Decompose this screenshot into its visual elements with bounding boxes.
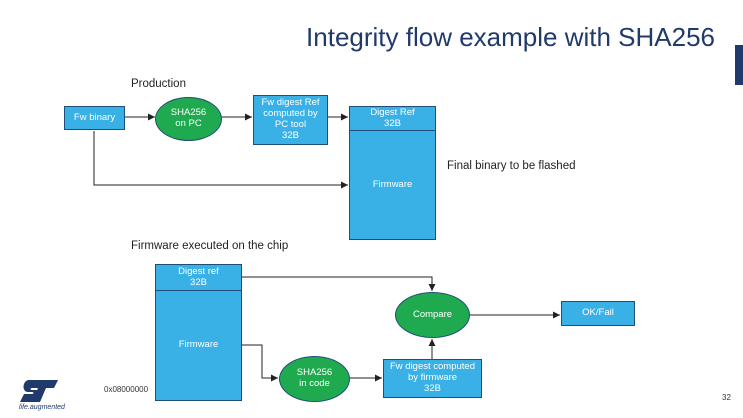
page-number: 32 <box>722 393 731 402</box>
digest-ref-header-chip: Digest ref 32B <box>155 264 242 291</box>
arrow-fw-binary-to-firmware <box>93 131 348 189</box>
sha256-on-pc-oval: SHA256 on PC <box>155 97 222 141</box>
final-binary-note: Final binary to be flashed <box>447 160 576 172</box>
fw-digest-ref-box: Fw digest Ref computed by PC tool 32B <box>253 95 328 145</box>
st-logo-icon <box>20 380 58 402</box>
firmware-label-production: Firmware <box>372 178 413 190</box>
fw-binary-box: Fw binary <box>64 106 125 130</box>
arrow-firmware-to-sha-code <box>241 344 278 382</box>
production-heading: Production <box>131 78 186 90</box>
arrow-digest-ref-to-compare <box>241 276 436 291</box>
compare-label: Compare <box>412 308 453 320</box>
flash-address-label: 0x08000000 <box>104 385 149 394</box>
ok-fail-box: OK/Fail <box>561 301 635 326</box>
firmware-block-production: Firmware <box>349 130 436 240</box>
chip-heading: Firmware executed on the chip <box>131 240 289 252</box>
fw-binary-label: Fw binary <box>73 111 116 123</box>
ok-fail-label: OK/Fail <box>582 307 614 319</box>
sha256-in-code-oval: SHA256 in code <box>279 356 350 402</box>
firmware-block-chip: Firmware <box>155 290 242 401</box>
firmware-label-chip: Firmware <box>178 339 219 351</box>
fw-digest-computed-box: Fw digest computed by firmware 32B <box>383 359 482 398</box>
title-accent-bar <box>735 45 743 85</box>
digest-ref-header: Digest Ref 32B <box>349 106 436 131</box>
slide-title: Integrity flow example with SHA256 <box>306 22 715 52</box>
logo-tagline: life.augmented <box>19 404 65 411</box>
compare-oval: Compare <box>395 292 470 338</box>
